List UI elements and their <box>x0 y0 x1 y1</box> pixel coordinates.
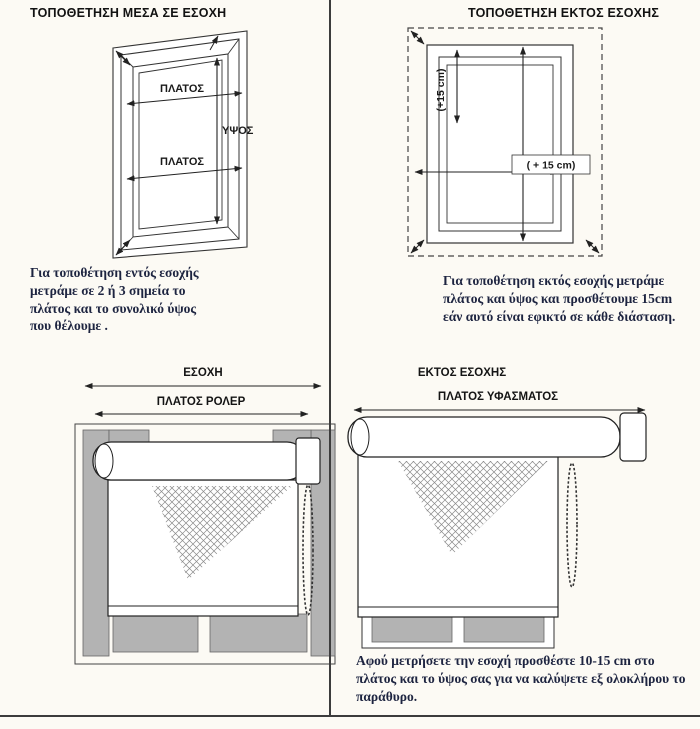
roller-inside-recess-diagram: ΕΣΟΧΗ ΠΛΑΤΟΣ ΡΟΛΕΡ <box>74 367 336 665</box>
corner-depth-arrow-bottom-left <box>115 239 131 256</box>
vertical-divider <box>329 0 331 716</box>
corner-arrow-bottom-right <box>585 239 600 254</box>
roller-bracket <box>619 412 647 462</box>
roller-tube <box>92 441 306 481</box>
caption-outside-measure: Αφού μετρήσετε την εσοχή προσθέστε 10-15… <box>356 653 686 704</box>
roller-bracket <box>295 437 321 485</box>
plus15-width-label: ( + 15 cm) <box>527 160 576 172</box>
corner-arrow-bottom-left <box>410 239 425 254</box>
title-outside-recess: ΤΟΠΟΘΕΤΗΣΗ ΕΚΤΟΣ ΕΣΟΧΗΣ <box>468 6 660 20</box>
recess-window-diagram: ΠΛΑΤΟΣ ΥΨΟΣ ΠΛΑΤΟΣ <box>112 30 254 259</box>
caption-inside-recess: Για τοποθέτηση εντός εσοχής μετράμε σε 2… <box>30 265 199 334</box>
roller-end-cap <box>350 418 370 456</box>
caption-outside-recess: Για τοποθέτηση εκτός εσοχής μετράμε πλάτ… <box>443 273 676 324</box>
roller-tube <box>347 416 621 458</box>
plus15-width-label-box <box>511 154 591 175</box>
width-label-bottom: ΠΛΑΤΟΣ <box>160 156 204 168</box>
corner-depth-arrow-top-right <box>209 35 219 51</box>
width-arrow-bottom <box>126 165 243 182</box>
roller-outside-recess-diagram: ΕΚΤΟΣ ΕΣΟΧΗΣ ΠΛΑΤΟΣ ΥΦΑΣΜΑΤΟΣ <box>347 367 647 649</box>
chain-loop <box>566 462 578 588</box>
chain-loop <box>302 484 314 616</box>
recess-label: ΕΣΟΧΗ <box>183 367 223 379</box>
height-label: ΥΨΟΣ <box>222 125 254 137</box>
outside-recess-window-diagram: (+15 cm) ( + 15 cm) <box>407 27 603 257</box>
outside-recess-label: ΕΚΤΟΣ ΕΣΟΧΗΣ <box>418 367 506 379</box>
width-label-top: ΠΛΑΤΟΣ <box>160 83 204 95</box>
window-frame <box>426 44 574 244</box>
crosshatch-shading <box>152 486 292 580</box>
window-frame <box>112 30 248 259</box>
dashed-boundary <box>407 27 603 257</box>
title-inside-recess: ΤΟΠΟΘΕΤΗΣΗ ΜΕΣΑ ΣΕ ΕΣΟΧΗ <box>30 6 227 20</box>
roller-width-label: ΠΛΑΤΟΣ ΡΟΛΕΡ <box>157 396 246 408</box>
crosshatch-shading <box>398 461 548 555</box>
horizontal-divider <box>0 715 700 717</box>
plus15-height-label: (+15 cm) <box>435 69 447 112</box>
corner-arrow-top-left <box>410 30 425 45</box>
fabric-width-label: ΠΛΑΤΟΣ ΥΦΑΣΜΑΤΟΣ <box>438 391 558 403</box>
corner-depth-arrow-top-left <box>115 50 131 66</box>
width-arrow-top <box>126 90 243 107</box>
roller-end-cap <box>94 443 114 479</box>
